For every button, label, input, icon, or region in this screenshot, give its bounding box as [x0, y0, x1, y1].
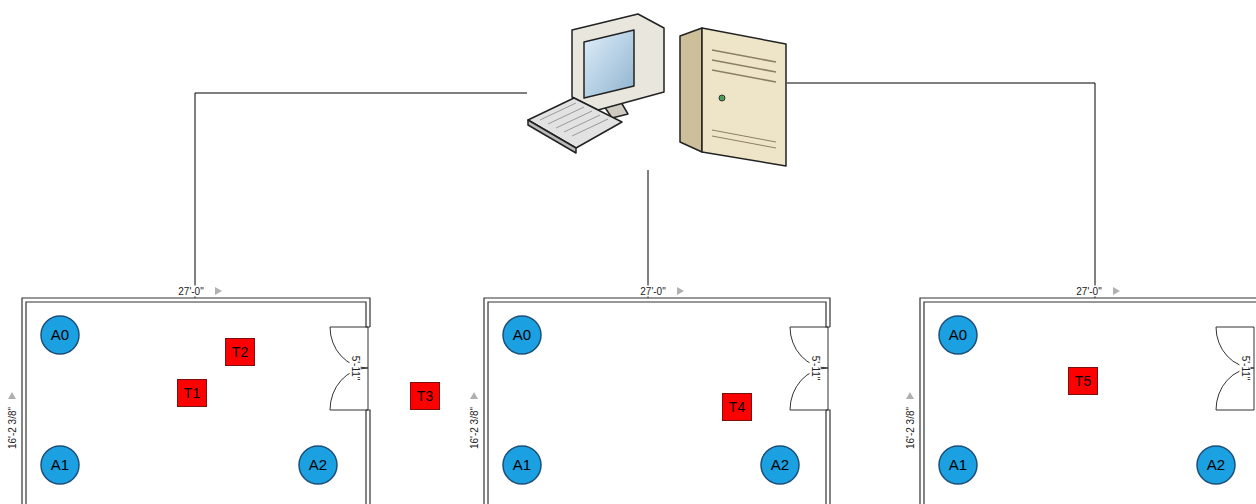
dimension-label: 5'-11" [810, 355, 821, 382]
node-label: A2 [309, 456, 327, 473]
dimension-label: 16'-2 3/8" [905, 406, 916, 450]
anchor-circle: A1 [502, 445, 542, 485]
tag-square: T3 [410, 382, 440, 410]
dimension-label: 5'-11" [1240, 355, 1251, 382]
anchor-circle: A2 [1196, 445, 1236, 485]
node-label: A1 [949, 456, 967, 473]
network-wire [787, 83, 1095, 298]
tag-square: T1 [177, 379, 207, 407]
computer-icon [528, 14, 786, 166]
anchor-circle: A2 [760, 445, 800, 485]
anchor-circle: A1 [40, 445, 80, 485]
node-label: A2 [771, 456, 789, 473]
dimension-arrow [8, 287, 1120, 399]
node-label: A1 [51, 456, 69, 473]
anchor-circle: A0 [502, 315, 542, 355]
tag-square: T2 [225, 338, 255, 366]
node-label: A1 [513, 456, 531, 473]
node-label: T2 [232, 344, 248, 360]
dimension-label: 5'-11" [350, 355, 361, 382]
anchor-circle: A1 [938, 445, 978, 485]
node-label: T1 [184, 385, 200, 401]
anchor-circle: A0 [938, 315, 978, 355]
node-label: T3 [417, 388, 433, 404]
node-label: A2 [1207, 456, 1225, 473]
dimension-label: 27'-0" [639, 286, 666, 297]
dimension-label: 27'-0" [177, 286, 204, 297]
door-symbol [330, 327, 1254, 410]
tag-square: T5 [1068, 367, 1098, 395]
anchor-circle: A0 [40, 315, 80, 355]
node-label: T4 [729, 399, 745, 415]
network-wire [195, 93, 527, 298]
node-label: A0 [513, 326, 531, 343]
node-label: T5 [1075, 373, 1091, 389]
network-wire [648, 170, 649, 298]
node-label: A0 [51, 326, 69, 343]
room-walls [22, 298, 1256, 504]
dimension-label: 16'-2 3/8" [469, 406, 480, 450]
dimension-label: 27'-0" [1075, 286, 1102, 297]
node-label: A0 [949, 326, 967, 343]
anchor-circle: A2 [298, 445, 338, 485]
dimension-label: 16'-2 3/8" [7, 406, 18, 450]
tag-square: T4 [722, 393, 752, 421]
